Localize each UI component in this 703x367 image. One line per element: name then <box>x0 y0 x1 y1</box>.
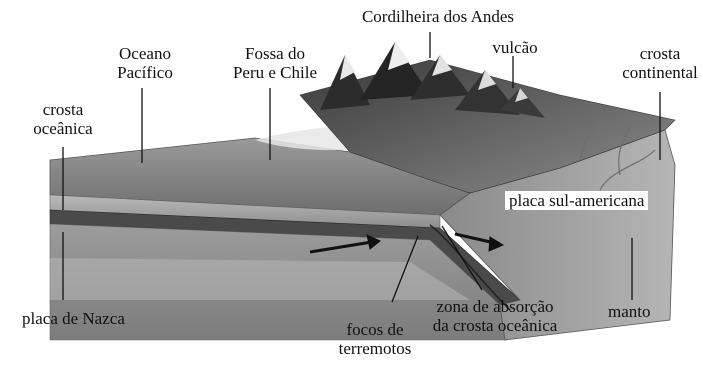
label-vulcao: vulcão <box>480 38 550 57</box>
label-vulcao-text: vulcão <box>492 38 538 57</box>
subduction-line <box>429 224 511 311</box>
label-crosta-oceanica: crosta oceânica <box>18 100 108 138</box>
label-crosta-oce-line2: oceânica <box>33 119 93 138</box>
label-fossa-line1: Fossa do <box>245 44 305 63</box>
label-oceano-line2: Pacífico <box>117 63 173 82</box>
label-crosta-oce-line1: crosta <box>42 100 84 119</box>
mantle-strip <box>50 258 470 300</box>
label-focos-terremotos: focos de terremotos <box>320 320 430 358</box>
label-oceano-line1: Oceano <box>119 44 171 63</box>
label-cordilheira-text: Cordilheira dos Andes <box>361 7 515 26</box>
label-crosta-continental: crosta continental <box>617 44 703 82</box>
label-fossa: Fossa do Peru e Chile <box>220 44 330 82</box>
label-fossa-line2: Peru e Chile <box>232 63 318 82</box>
label-zona-line1: zona de absorção <box>436 297 554 316</box>
plate-motion-arrows <box>309 232 505 254</box>
label-oceano-pacifico: Oceano Pacífico <box>95 44 195 82</box>
label-crosta-cont-line1: crosta <box>639 44 681 63</box>
label-crosta-cont-line2: continental <box>622 63 698 82</box>
label-manto-text: manto <box>608 302 651 321</box>
label-zona-line2: da crosta oceânica <box>432 316 558 335</box>
label-zona-absorcao: zona de absorção da crosta oceânica <box>415 297 575 335</box>
label-placa-sul-americana: placa sul-americana <box>505 191 649 210</box>
label-focos-line2: terremotos <box>338 339 412 358</box>
label-placa-nazca: placa de Nazca <box>22 309 125 328</box>
andes-peaks <box>320 42 545 118</box>
label-cordilheira: Cordilheira dos Andes <box>318 7 558 26</box>
leader-lines <box>62 32 661 303</box>
magma-veins <box>579 119 656 191</box>
label-placa-sul-text: placa sul-americana <box>509 191 645 210</box>
label-placa-nazca-text: placa de Nazca <box>22 309 125 328</box>
label-focos-line1: focos de <box>346 320 404 339</box>
label-manto: manto <box>608 302 651 321</box>
